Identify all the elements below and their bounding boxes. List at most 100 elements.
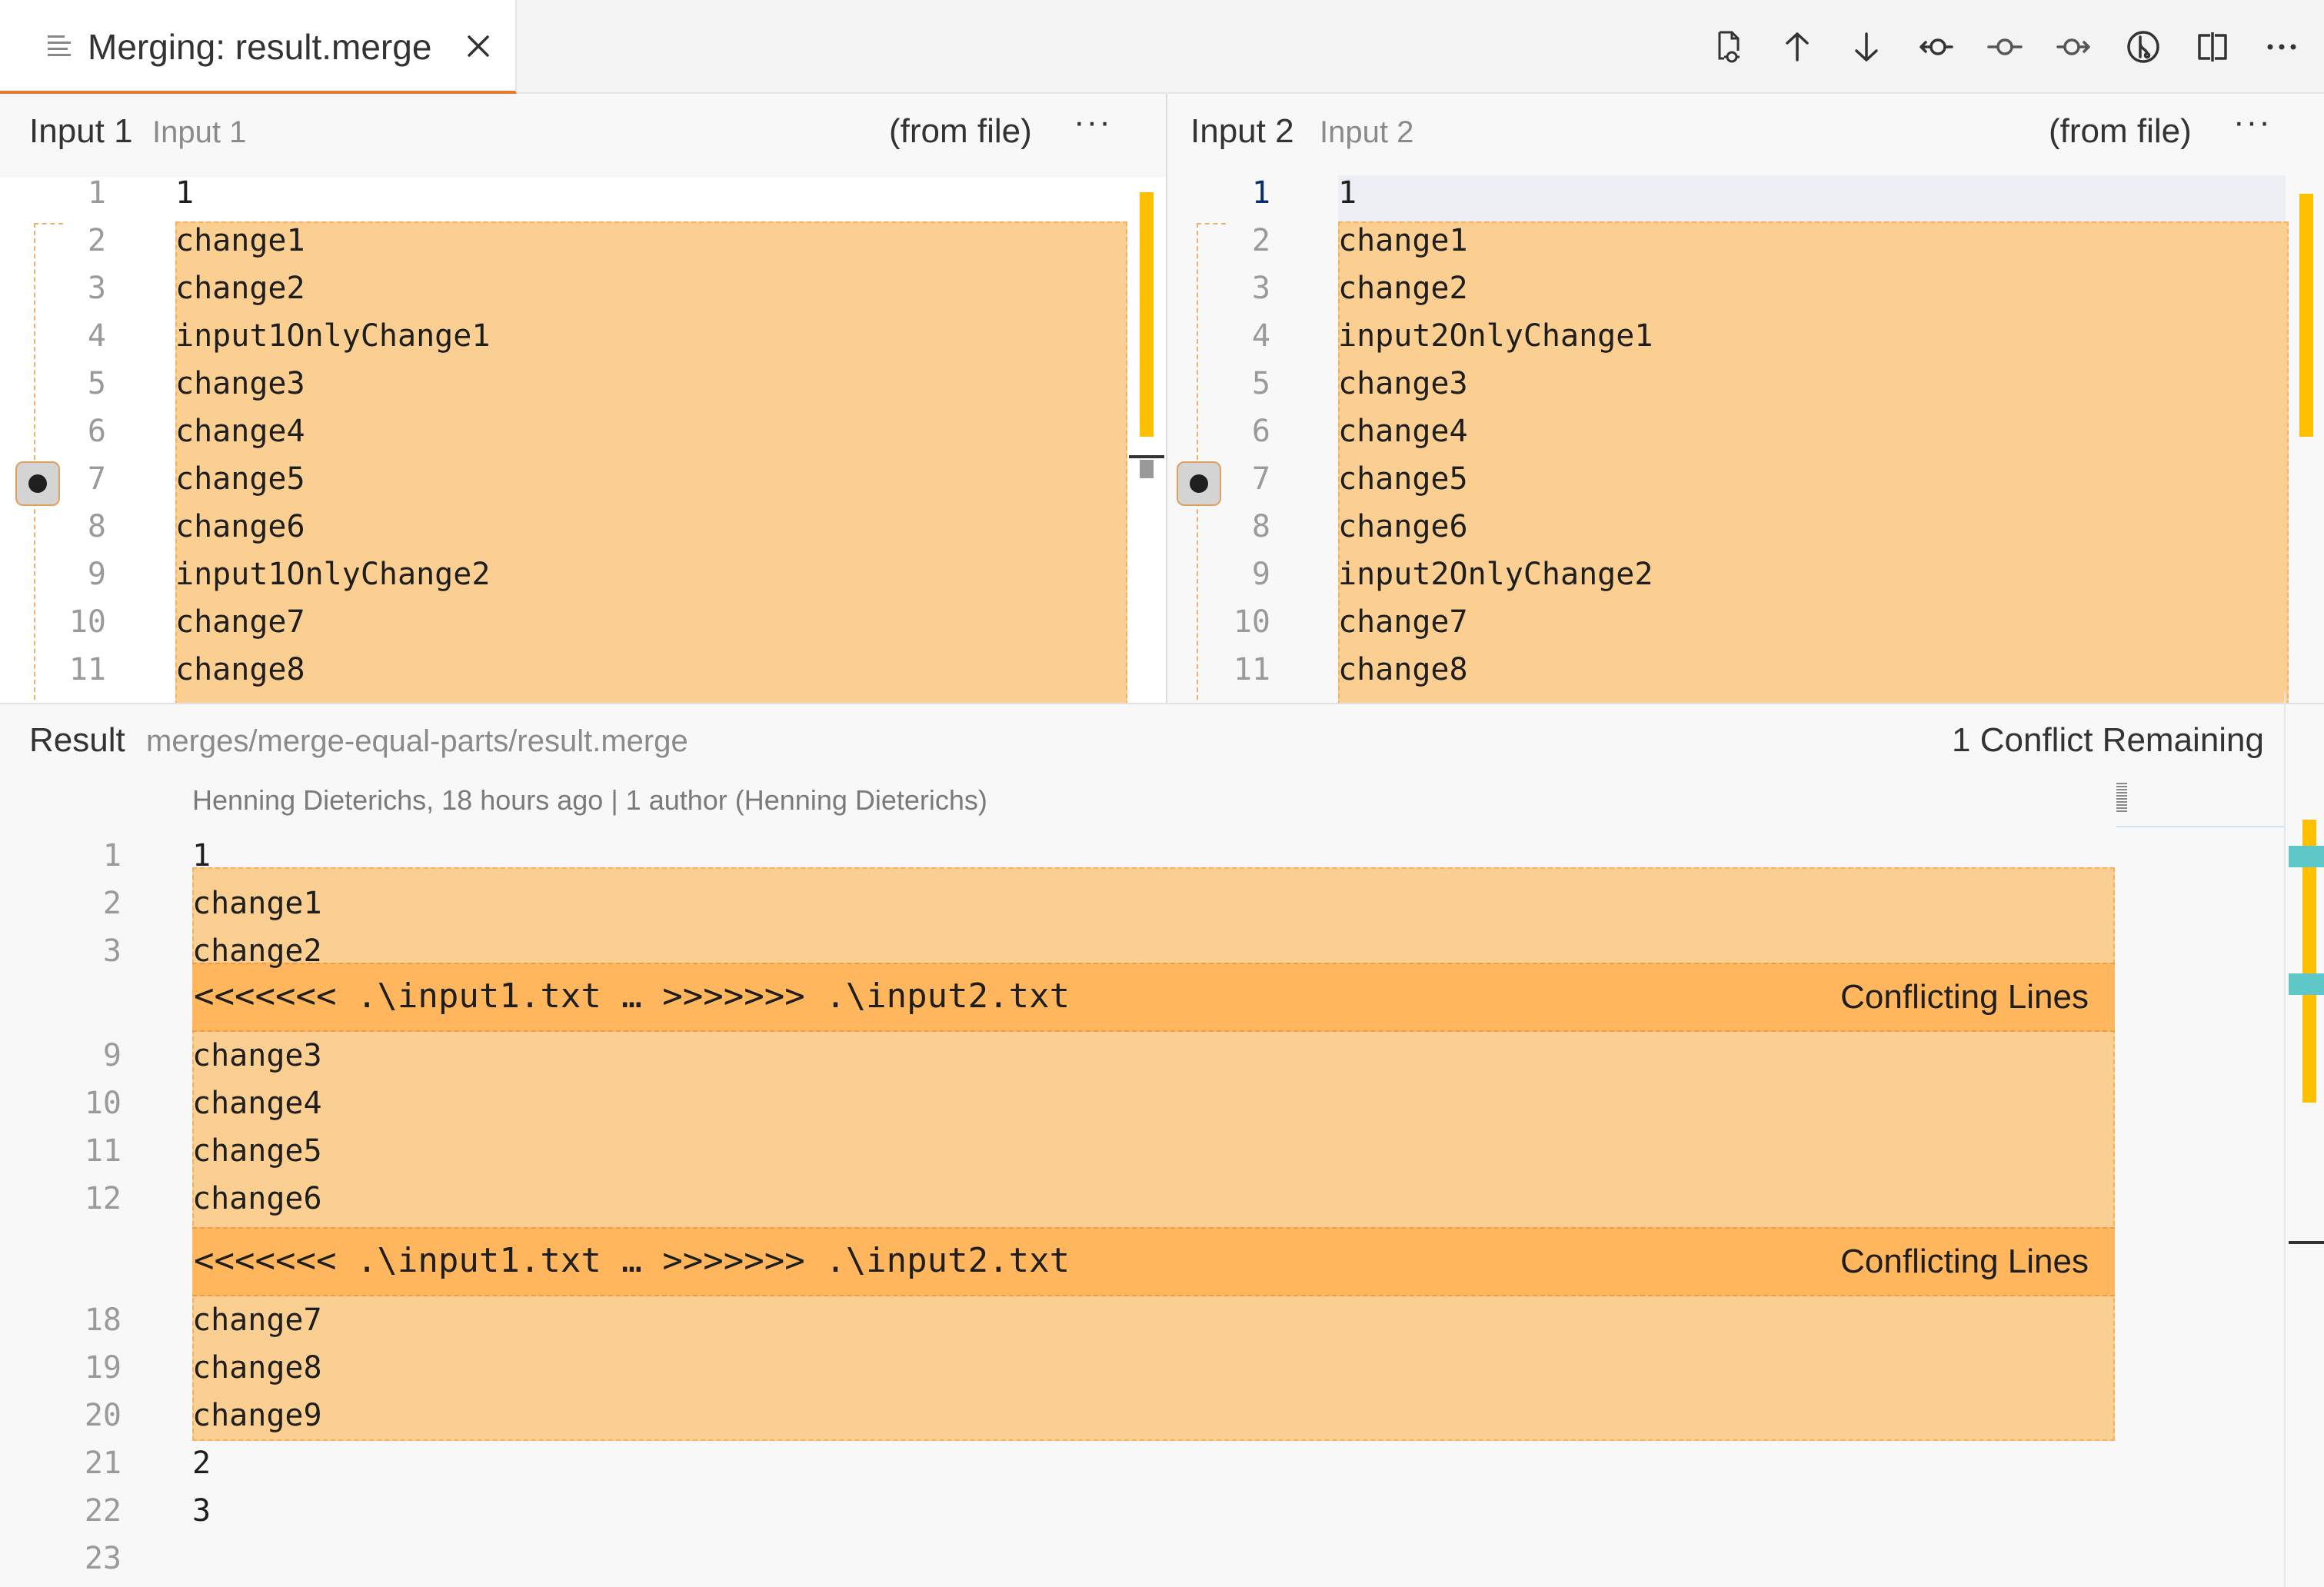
conflict-label-2[interactable]: Conflicting Lines bbox=[1840, 1243, 2089, 1280]
code-line[interactable]: change8 bbox=[1338, 652, 1468, 687]
input1-change-block bbox=[175, 221, 1127, 714]
line-number: 9 bbox=[102, 1038, 122, 1073]
accept-left-button[interactable] bbox=[1901, 20, 1970, 74]
result-change-block bbox=[192, 867, 2115, 1441]
line-number: 2 bbox=[102, 886, 122, 921]
editor-toolbar bbox=[1693, 20, 2316, 74]
input1-scroll-thumb[interactable] bbox=[1140, 460, 1154, 478]
input2-subtitle: Input 2 bbox=[1320, 115, 1414, 149]
split-editor-button[interactable] bbox=[2178, 20, 2247, 74]
code-line[interactable]: change4 bbox=[175, 414, 305, 449]
line-number: 9 bbox=[1251, 557, 1270, 592]
code-line[interactable]: change1 bbox=[192, 886, 322, 921]
code-line[interactable]: change6 bbox=[1338, 509, 1468, 544]
line-number: 7 bbox=[1251, 461, 1270, 497]
close-icon[interactable] bbox=[463, 31, 494, 62]
line-number: 11 bbox=[1233, 652, 1270, 687]
code-line[interactable]: change6 bbox=[175, 509, 305, 544]
code-line[interactable]: change1 bbox=[1338, 223, 1468, 258]
result-title: Result bbox=[29, 721, 125, 759]
code-line[interactable]: change8 bbox=[175, 652, 305, 687]
overview-conflict-marker-1 bbox=[2289, 846, 2324, 867]
line-number: 8 bbox=[87, 509, 106, 544]
code-line[interactable]: change8 bbox=[192, 1350, 322, 1386]
line-number: 21 bbox=[84, 1446, 122, 1481]
input1-accept-checkbox[interactable] bbox=[15, 461, 60, 506]
next-conflict-button[interactable] bbox=[1832, 20, 1901, 74]
code-line[interactable]: 3 bbox=[192, 1493, 211, 1529]
line-number: 10 bbox=[1233, 604, 1270, 640]
tab-label: Merging: result.merge bbox=[88, 27, 432, 67]
line-number: 2 bbox=[1251, 223, 1270, 258]
conflict-text-2: <<<<<<< .\input1.txt … >>>>>>> .\input2.… bbox=[194, 1241, 1070, 1280]
code-line[interactable]: change4 bbox=[192, 1086, 322, 1121]
code-line[interactable]: change5 bbox=[192, 1133, 322, 1169]
overview-cursor-marker bbox=[2289, 1241, 2324, 1244]
minimap-handle[interactable] bbox=[2116, 783, 2127, 813]
code-line[interactable]: change2 bbox=[1338, 271, 1468, 306]
input2-title: Input 2 bbox=[1190, 112, 1294, 150]
code-line[interactable]: input1OnlyChange2 bbox=[175, 557, 491, 592]
code-line[interactable]: 1 bbox=[1338, 175, 1357, 211]
previous-conflict-button[interactable] bbox=[1763, 20, 1832, 74]
arrow-down-icon bbox=[1855, 32, 1878, 62]
pane-divider[interactable] bbox=[1166, 94, 1167, 704]
code-line[interactable]: change5 bbox=[1338, 461, 1468, 497]
result-divider[interactable] bbox=[0, 703, 2324, 704]
line-number: 11 bbox=[84, 1133, 122, 1169]
code-line[interactable]: change2 bbox=[175, 271, 305, 306]
input1-from-file: (from file) bbox=[889, 112, 1032, 150]
commit-button[interactable] bbox=[1970, 20, 2039, 74]
open-file-icon bbox=[1718, 31, 1740, 63]
line-number: 11 bbox=[68, 652, 106, 687]
line-number: 18 bbox=[84, 1303, 122, 1338]
code-line[interactable]: change9 bbox=[192, 1398, 322, 1433]
overview-conflict-marker-2 bbox=[2289, 973, 2324, 995]
code-line[interactable]: change3 bbox=[192, 1038, 322, 1073]
line-number: 9 bbox=[87, 557, 106, 592]
code-line[interactable]: change1 bbox=[175, 223, 305, 258]
conflict-bar-2 bbox=[192, 1227, 2115, 1296]
code-line[interactable]: input1OnlyChange1 bbox=[175, 318, 491, 354]
accept-right-button[interactable] bbox=[2039, 20, 2109, 74]
code-line[interactable]: change5 bbox=[175, 461, 305, 497]
line-number: 1 bbox=[1251, 175, 1270, 211]
line-number: 4 bbox=[87, 318, 106, 354]
line-number: 4 bbox=[1251, 318, 1270, 354]
code-line[interactable]: 1 bbox=[192, 838, 211, 873]
split-editor-icon bbox=[2198, 32, 2227, 62]
line-number: 6 bbox=[87, 414, 106, 449]
input2-more-button[interactable]: ··· bbox=[2233, 103, 2272, 141]
accept-left-icon bbox=[1919, 38, 1953, 55]
input2-accept-checkbox[interactable] bbox=[1177, 461, 1221, 506]
code-line[interactable]: 1 bbox=[175, 175, 195, 211]
more-actions-button[interactable] bbox=[2247, 20, 2316, 74]
merge-icon bbox=[2127, 31, 2159, 63]
code-line[interactable]: change4 bbox=[1338, 414, 1468, 449]
code-line[interactable]: change2 bbox=[192, 933, 322, 969]
code-line[interactable]: input2OnlyChange2 bbox=[1338, 557, 1653, 592]
code-line[interactable]: change6 bbox=[192, 1181, 322, 1216]
merge-button[interactable] bbox=[2109, 20, 2178, 74]
line-number: 23 bbox=[84, 1541, 122, 1576]
input1-more-button[interactable]: ··· bbox=[1074, 103, 1112, 141]
code-line[interactable]: input2OnlyChange1 bbox=[1338, 318, 1653, 354]
code-line[interactable]: change7 bbox=[192, 1303, 322, 1338]
accept-right-icon bbox=[2056, 38, 2090, 55]
file-lines-icon bbox=[48, 35, 71, 57]
code-line[interactable]: change7 bbox=[1338, 604, 1468, 640]
code-line[interactable]: change3 bbox=[175, 366, 305, 401]
tab-merging-result[interactable]: Merging: result.merge bbox=[0, 0, 517, 94]
arrow-up-icon bbox=[1786, 32, 1809, 62]
code-line[interactable]: change3 bbox=[1338, 366, 1468, 401]
open-file-button[interactable] bbox=[1693, 20, 1763, 74]
conflicts-remaining[interactable]: 1 Conflict Remaining bbox=[1952, 721, 2264, 759]
input2-current-line bbox=[1338, 175, 2286, 221]
conflict-bar-1 bbox=[192, 963, 2115, 1032]
code-line[interactable]: change7 bbox=[175, 604, 305, 640]
line-number: 20 bbox=[84, 1398, 122, 1433]
blame-annotation[interactable]: Henning Dieterichs, 18 hours ago | 1 aut… bbox=[192, 784, 987, 816]
conflict-label-1[interactable]: Conflicting Lines bbox=[1840, 978, 2089, 1016]
line-number: 22 bbox=[84, 1493, 122, 1529]
code-line[interactable]: 2 bbox=[192, 1446, 211, 1481]
